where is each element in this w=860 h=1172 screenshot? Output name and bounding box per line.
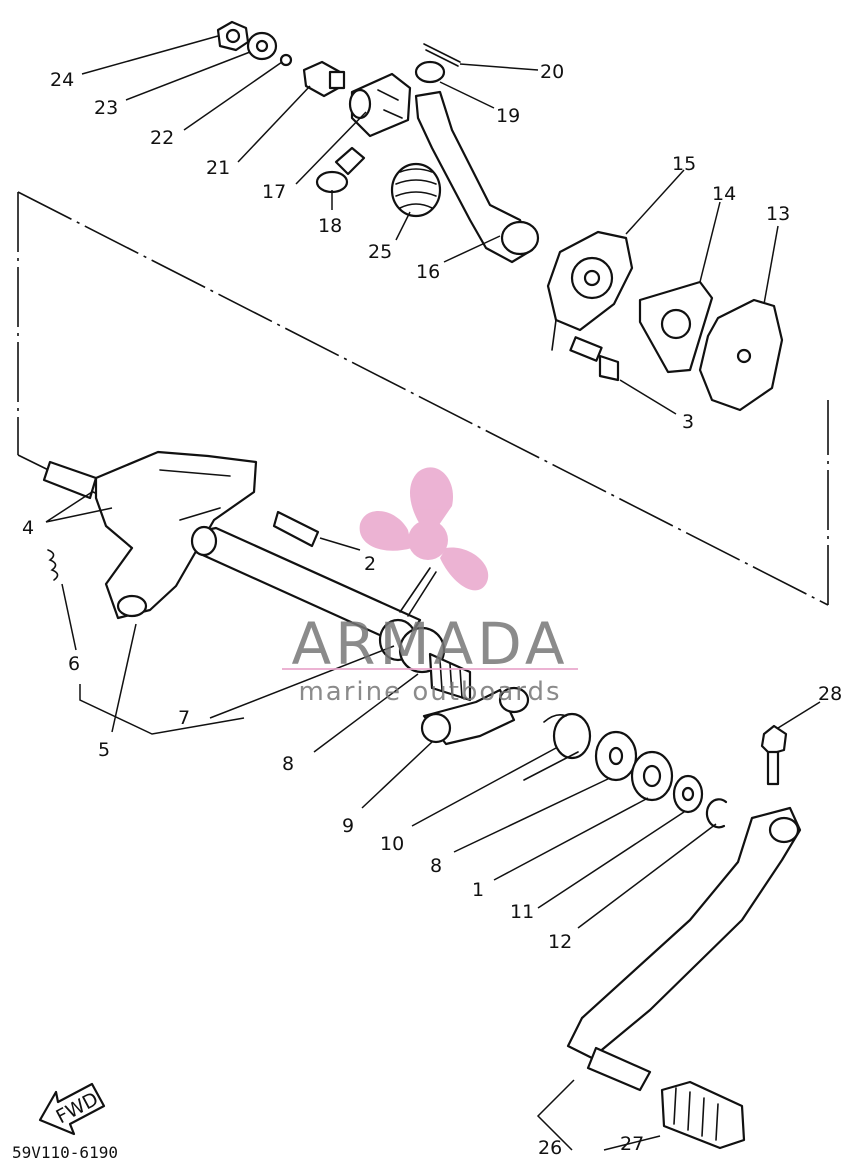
- part-19-washer: [414, 60, 446, 84]
- part-24-nut: [216, 20, 250, 52]
- part-10-spring: [523, 712, 592, 781]
- callout-17: 17: [262, 181, 286, 203]
- part-21-bolt: [302, 60, 346, 98]
- part-26-shift-pedal: [566, 806, 802, 1092]
- callout-22: 22: [150, 127, 174, 149]
- callout-16: 16: [416, 261, 440, 283]
- part-3-bolt: [569, 336, 620, 382]
- callout-10: 10: [380, 833, 404, 855]
- part-27-pedal-rubber: [660, 1080, 746, 1150]
- callout-19: 19: [496, 105, 520, 127]
- part-9-lever: [420, 686, 530, 746]
- part-25-spring: [390, 162, 442, 218]
- callout-27: 27: [620, 1133, 644, 1155]
- part-22-washer: [279, 53, 293, 67]
- part-13-plate: [698, 298, 784, 412]
- part-23-washer: [246, 31, 278, 61]
- watermark-rule: [282, 668, 578, 670]
- callout-7: 7: [178, 707, 190, 729]
- armada-watermark: ARMADA marine outboards: [282, 467, 578, 707]
- propeller-logo-icon: [359, 467, 489, 591]
- callout-26: 26: [538, 1137, 562, 1159]
- callout-25: 25: [368, 241, 392, 263]
- drawing-code: 59V110-6190: [12, 1143, 118, 1162]
- part-4-shift-shaft: [42, 450, 258, 620]
- callout-23: 23: [94, 97, 118, 119]
- leader-lines: [45, 35, 821, 1151]
- part-6-spring: [47, 549, 59, 581]
- callout-24: 24: [50, 69, 74, 91]
- part-17-joint: [348, 72, 412, 138]
- part-20-cotter-pin: [423, 43, 461, 67]
- callout-15: 15: [672, 153, 696, 175]
- callout-8-second: 8: [430, 855, 442, 877]
- callout-1: 1: [472, 879, 484, 901]
- callout-4: 4: [22, 517, 34, 539]
- part-14-plate: [638, 280, 714, 374]
- callout-labels: 24 23 22 21 17 18 25 16 20 19 15 14 13 3…: [22, 61, 842, 1159]
- callout-6: 6: [68, 653, 80, 675]
- part-2-pin: [272, 510, 320, 548]
- callout-21: 21: [206, 157, 230, 179]
- part-15-plate: [546, 230, 634, 351]
- part-11-washer: [672, 774, 704, 814]
- part-1-seal: [630, 750, 674, 802]
- callout-9: 9: [342, 815, 354, 837]
- fwd-arrow-icon: FWD: [38, 1082, 106, 1136]
- callout-3: 3: [682, 411, 694, 433]
- part-8-washer-b: [594, 730, 638, 782]
- part-splined-end: [428, 652, 472, 702]
- callout-14: 14: [712, 183, 736, 205]
- callout-20: 20: [540, 61, 564, 83]
- part-16-shift-arm: [414, 90, 540, 264]
- callout-13: 13: [766, 203, 790, 225]
- callout-12: 12: [548, 931, 572, 953]
- callout-11: 11: [510, 901, 534, 923]
- callout-18: 18: [318, 215, 342, 237]
- part-12-circlip: [705, 798, 728, 829]
- callout-8: 8: [282, 753, 294, 775]
- callout-2: 2: [364, 553, 376, 575]
- watermark-tagline: marine outboards: [298, 677, 561, 707]
- part-28-bolt: [760, 724, 788, 786]
- callout-5: 5: [98, 739, 110, 761]
- watermark-brand: ARMADA: [291, 610, 568, 678]
- callout-28: 28: [818, 683, 842, 705]
